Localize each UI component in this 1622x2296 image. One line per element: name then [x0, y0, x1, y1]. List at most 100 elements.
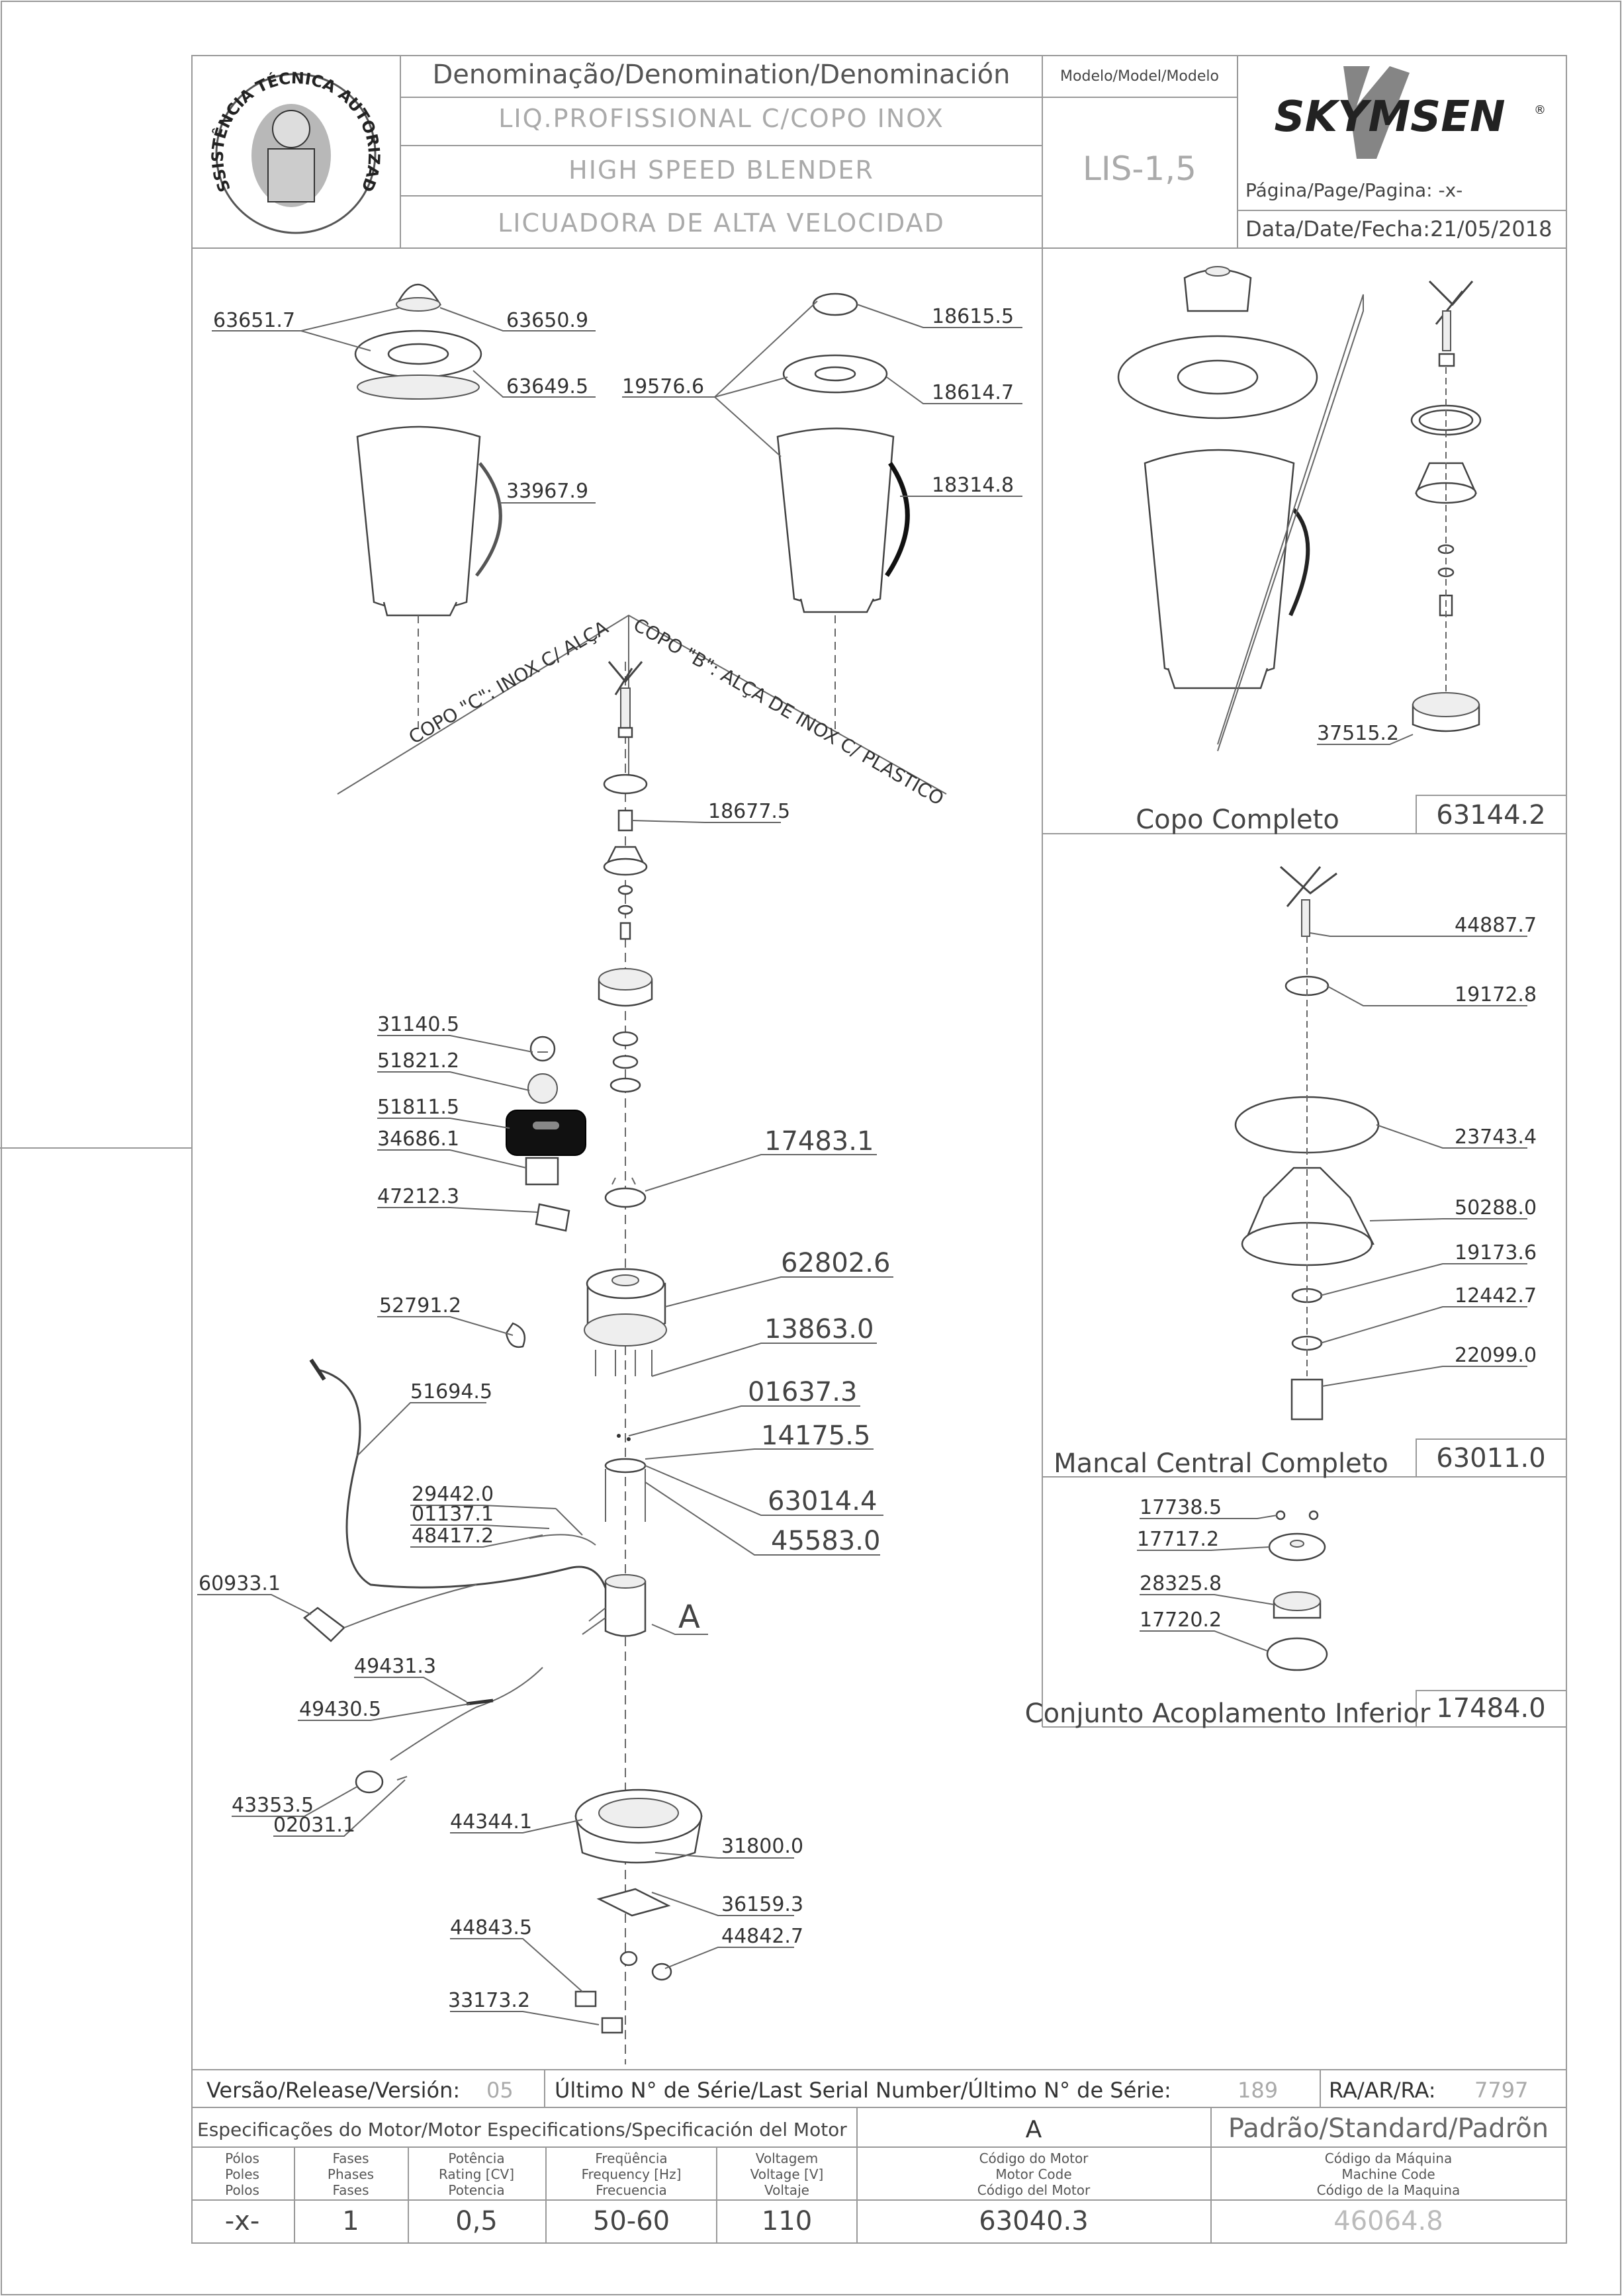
model-value: LIS-1,5: [1083, 150, 1196, 188]
page-label: Página/Page/Pagina: -x-: [1245, 179, 1463, 201]
part-33173: 33173.2: [448, 1989, 530, 2012]
footer-spec-block: Versão/Release/Versión: 05 Último N° de …: [192, 2069, 1566, 2243]
brand-name: SKYMSEN: [1274, 93, 1505, 142]
serial-value: 189: [1238, 2078, 1278, 2103]
part-63649: 63649.5: [506, 375, 588, 398]
power-value: 0,5: [455, 2206, 498, 2236]
model-title: Modelo/Model/Modelo: [1060, 68, 1219, 85]
svg-text:Frecuencia: Frecuencia: [596, 2182, 667, 2198]
svg-text:Código do Motor: Código do Motor: [979, 2150, 1089, 2166]
part-49431: 49431.3: [354, 1655, 436, 1678]
product-name-es: LICUADORA DE ALTA VELOCIDAD: [498, 208, 945, 238]
part-44344: 44344.1: [450, 1810, 532, 1833]
part-02031: 02031.1: [273, 1814, 355, 1837]
product-name-pt: LIQ.PROFISSIONAL C/COPO INOX: [498, 104, 944, 133]
part-44843: 44843.5: [450, 1916, 532, 1939]
svg-text:Frequency [Hz]: Frequency [Hz]: [582, 2166, 682, 2182]
part-19173: 19173.6: [1455, 1241, 1537, 1264]
main-exploded-view: COPO "C": INOX C/ ALÇA COPO "B": ALÇA DE…: [303, 283, 948, 2064]
svg-text:Fases: Fases: [332, 2182, 369, 2198]
part-18677: 18677.5: [708, 800, 790, 823]
svg-text:Rating [CV]: Rating [CV]: [439, 2166, 514, 2182]
svg-text:Fases: Fases: [332, 2150, 369, 2166]
cup-c-label: COPO "C": INOX C/ ALÇA: [405, 617, 612, 749]
spec-col-machine-code: Código da Máquina Machine Code Código de…: [1317, 2150, 1461, 2236]
title-block: Denominação/Denomination/Denominación LI…: [0, 0, 1566, 249]
svg-text:Phases: Phases: [328, 2166, 374, 2182]
part-44887: 44887.7: [1455, 914, 1537, 937]
part-51811: 51811.5: [377, 1096, 459, 1119]
spec-col-phases: Fases Phases Fases 1: [328, 2150, 374, 2236]
bearing-assembly-title: Mancal Central Completo: [1054, 1448, 1388, 1479]
spec-col-power: Potência Rating [CV] Potencia 0,5: [439, 2150, 514, 2236]
part-28325: 28325.8: [1140, 1572, 1222, 1595]
part-45583: 45583.0: [771, 1526, 880, 1556]
svg-text:Machine Code: Machine Code: [1341, 2166, 1435, 2182]
part-34686: 34686.1: [377, 1127, 459, 1151]
part-29442: 29442.0: [412, 1483, 494, 1506]
part-63650: 63650.9: [506, 309, 588, 332]
denomination-title: Denominação/Denomination/Denominación: [432, 60, 1010, 90]
part-01137: 01137.1: [412, 1503, 494, 1526]
spec-col-frequency: Freqüência Frequency [Hz] Frecuencia 50-…: [582, 2150, 682, 2236]
lower-coupling-panel: Conjunto Acoplamento Inferior 17484.0 17…: [1025, 1496, 1567, 1729]
part-50288: 50288.0: [1455, 1196, 1537, 1219]
coupling-assembly-title: Conjunto Acoplamento Inferior: [1025, 1699, 1431, 1729]
poles-value: -x-: [225, 2206, 260, 2236]
part-63651: 63651.7: [213, 309, 295, 332]
part-18615: 18615.5: [932, 305, 1014, 328]
part-19576: 19576.6: [622, 375, 704, 398]
part-37515: 37515.2: [1317, 722, 1399, 745]
product-name-en: HIGH SPEED BLENDER: [568, 155, 874, 185]
svg-text:Motor Code: Motor Code: [995, 2166, 1071, 2182]
skymsen-logo: SKYMSEN ®: [1274, 66, 1546, 159]
svg-text:Pólos: Pólos: [225, 2150, 259, 2166]
part-47212: 47212.3: [377, 1185, 459, 1208]
svg-text:Polos: Polos: [225, 2182, 259, 2198]
drawing-frame: [191, 55, 1567, 2244]
motor-spec-title: Especificações do Motor/Motor Especifica…: [197, 2119, 847, 2141]
part-17720: 17720.2: [1140, 1609, 1222, 1632]
part-13863: 13863.0: [764, 1314, 874, 1345]
bearing-assembly-code: 63011.0: [1436, 1443, 1545, 1474]
part-01637: 01637.3: [748, 1377, 857, 1407]
part-44842: 44842.7: [721, 1925, 803, 1948]
frequency-value: 50-60: [593, 2206, 670, 2236]
part-52791: 52791.2: [379, 1294, 461, 1317]
cup-assembly-title: Copo Completo: [1136, 805, 1339, 835]
part-63014: 63014.4: [768, 1486, 877, 1517]
part-14175: 14175.5: [761, 1421, 870, 1451]
main-part-labels: 63651.7 63650.9 63649.5 33967.9 19576.6 …: [197, 300, 1022, 2025]
svg-text:Potencia: Potencia: [448, 2182, 504, 2198]
cup-assembly-code: 63144.2: [1436, 800, 1545, 830]
part-17483: 17483.1: [764, 1126, 874, 1157]
svg-text:Código da Máquina: Código da Máquina: [1325, 2150, 1452, 2166]
part-31800: 31800.0: [721, 1835, 803, 1858]
bearing-assembly-panel: Mancal Central Completo 63011.0 44887.7 …: [1054, 865, 1567, 1479]
version-value: 05: [486, 2078, 514, 2103]
part-48417: 48417.2: [412, 1524, 494, 1548]
svg-text:Código del Motor: Código del Motor: [977, 2182, 1091, 2198]
part-51821: 51821.2: [377, 1049, 459, 1073]
machine-code-value: 46064.8: [1333, 2206, 1443, 2236]
svg-text:Voltaje: Voltaje: [764, 2182, 809, 2198]
standard-title: Padrão/Standard/Padrõn: [1228, 2113, 1549, 2144]
part-51694: 51694.5: [410, 1380, 492, 1403]
spec-col-voltage: Voltagem Voltage [V] Voltaje 110: [750, 2150, 824, 2236]
ra-value: 7797: [1474, 2078, 1528, 2103]
serial-label: Último N° de Série/Last Serial Number/Úl…: [555, 2077, 1171, 2103]
cup-assembly-panel: Copo Completo 63144.2 37515.2: [1117, 266, 1567, 835]
voltage-value: 110: [762, 2206, 812, 2236]
svg-text:Freqüência: Freqüência: [595, 2150, 667, 2166]
svg-text:Potência: Potência: [448, 2150, 504, 2166]
motor-marker: A: [678, 1599, 700, 1636]
svg-text:Código de la Maquina: Código de la Maquina: [1317, 2182, 1461, 2198]
part-19172: 19172.8: [1455, 983, 1537, 1006]
svg-text:Poles: Poles: [225, 2166, 259, 2182]
coupling-assembly-code: 17484.0: [1436, 1693, 1545, 1724]
part-49430: 49430.5: [299, 1698, 381, 1721]
part-23743: 23743.4: [1455, 1126, 1537, 1149]
part-12442: 12442.7: [1455, 1284, 1537, 1307]
part-36159: 36159.3: [721, 1893, 803, 1916]
